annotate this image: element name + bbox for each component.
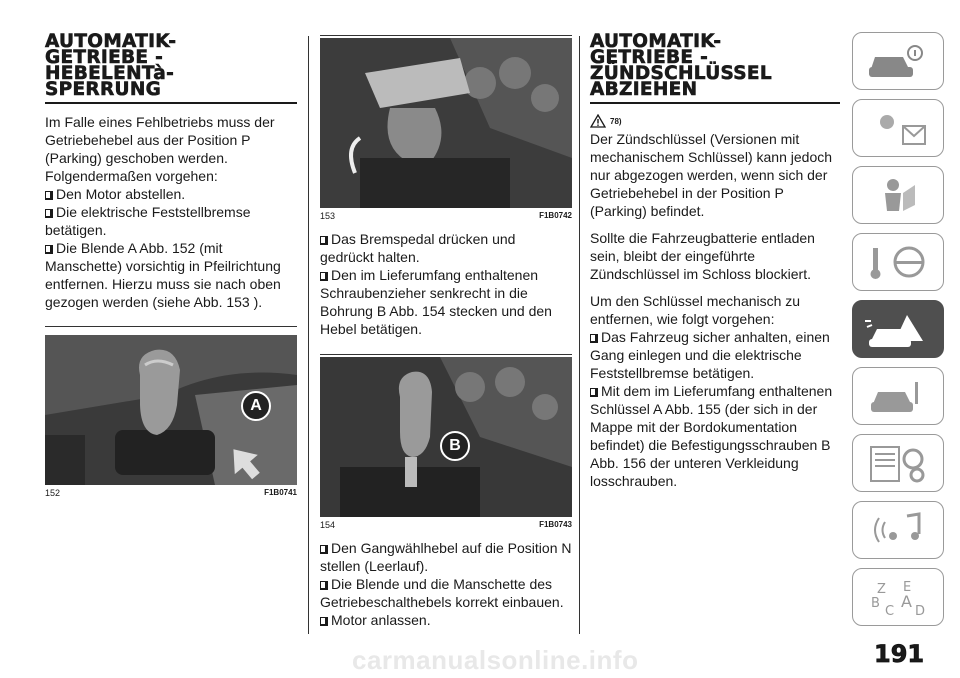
tab-warning-lights[interactable]: [852, 99, 944, 157]
step-bullet-icon: [320, 545, 328, 554]
tab-multimedia[interactable]: [852, 501, 944, 559]
section-heading-lever-unlock: AUTOMATIK- GETRIEBE - HEBELENTà- SPERRUN…: [45, 32, 297, 104]
page-number: 191: [874, 640, 925, 669]
paragraph: Um den Schlüssel mechanisch zu entfernen…: [590, 293, 801, 327]
step-bullet-icon: [320, 617, 328, 626]
step-item: Mit dem im Lieferumfang enthaltenen Schl…: [590, 383, 833, 489]
tab-starting-driving[interactable]: [852, 233, 944, 291]
starting-driving-icon: [870, 246, 925, 279]
watermark: carmanualsonline.info: [352, 645, 639, 675]
maintenance-icon: [871, 382, 918, 412]
svg-text:B: B: [871, 596, 880, 611]
paragraph: Der Zündschlüssel (Versionen mit mechani…: [590, 131, 833, 219]
svg-text:E: E: [903, 580, 911, 595]
step-item: Das Fahrzeug sicher anhalten, einen Gang…: [590, 329, 830, 381]
figure-caption: 153 F1B0742: [320, 211, 572, 221]
console-removal-illustration: [320, 38, 572, 208]
column-divider-left: [308, 36, 309, 634]
figure-number: 154: [320, 520, 336, 530]
multimedia-icon: [874, 512, 921, 543]
intro-paragraph: Im Falle eines Fehlbetriebs muss der Get…: [45, 114, 275, 184]
figure-code: F1B0741: [264, 488, 297, 497]
step-item: Motor anlassen.: [320, 611, 572, 629]
figure-rule: [320, 354, 572, 355]
figure-number: 152: [45, 488, 61, 498]
figure-caption: 152 F1B0741: [45, 488, 297, 498]
column-3: AUTOMATIK- GETRIEBE - ZÜNDSCHLÜSSEL ABZI…: [590, 0, 840, 490]
paragraph: Sollte die Fahrzeugbatterie entladen sei…: [590, 230, 815, 282]
figure-code: F1B0742: [539, 211, 572, 220]
step-item: Den im Lieferumfang enthaltenen Schraube…: [320, 267, 552, 337]
warning-reference: 78): [590, 114, 840, 128]
screwdriver-hole-illustration: [320, 357, 572, 517]
warning-lights-icon: [880, 115, 926, 145]
step-bullet-icon: [45, 245, 53, 254]
car-info-icon: [869, 45, 923, 77]
step-bullet-icon: [320, 272, 328, 281]
svg-text:C: C: [885, 604, 894, 619]
column-2: 153 F1B0742 Das Bremspedal drücken und g…: [320, 0, 572, 629]
tab-safety[interactable]: [852, 166, 944, 224]
svg-text:Z: Z: [877, 582, 886, 597]
step-bullet-icon: [45, 191, 53, 200]
callout-b: B: [440, 431, 470, 461]
safety-icon: [885, 179, 915, 211]
index-icon: Z E B AC D: [871, 580, 925, 619]
step-item: Den Motor abstellen.: [45, 185, 297, 203]
column-1: AUTOMATIK- GETRIEBE - HEBELENTà- SPERRUN…: [45, 0, 297, 498]
figure-153: [320, 38, 572, 208]
figure-number: 153: [320, 211, 336, 221]
step-item: Die Blende und die Manschette des Getrie…: [320, 576, 564, 610]
tab-technical-data[interactable]: [852, 434, 944, 492]
svg-text:D: D: [915, 604, 925, 619]
figure-code: F1B0743: [539, 520, 572, 529]
svg-text:A: A: [901, 592, 912, 611]
figure-154: B: [320, 357, 572, 517]
step-bullet-icon: [320, 236, 328, 245]
column-divider-right: [579, 36, 580, 634]
step-bullet-icon: [320, 581, 328, 590]
figure-152: A: [45, 335, 297, 485]
step-bullet-icon: [590, 334, 598, 343]
step-bullet-icon: [45, 209, 53, 218]
section-heading-key-removal: AUTOMATIK- GETRIEBE - ZÜNDSCHLÜSSEL ABZI…: [590, 32, 840, 104]
step-item: Den Gangwählhebel auf die Position N ste…: [320, 540, 572, 574]
tab-car-info[interactable]: [852, 32, 944, 90]
tab-emergency[interactable]: [852, 300, 944, 358]
emergency-icon: [865, 315, 923, 347]
callout-a: A: [241, 391, 271, 421]
gear-lever-illustration: [45, 335, 297, 485]
figure-rule: [45, 326, 297, 327]
step-item: Die elektrische Feststellbremse betätige…: [45, 204, 251, 238]
technical-data-icon: [870, 446, 925, 483]
warning-triangle-icon: [590, 114, 606, 128]
step-bullet-icon: [590, 388, 598, 397]
warning-ref-number: 78): [610, 116, 622, 126]
figure-caption: 154 F1B0743: [320, 520, 572, 530]
figure-rule: [320, 35, 572, 36]
step-item: Die Blende A Abb. 152 (mit Manschette) v…: [45, 240, 281, 310]
tab-maintenance[interactable]: [852, 367, 944, 425]
step-item: Das Bremspedal drücken und gedrückt halt…: [320, 231, 516, 265]
